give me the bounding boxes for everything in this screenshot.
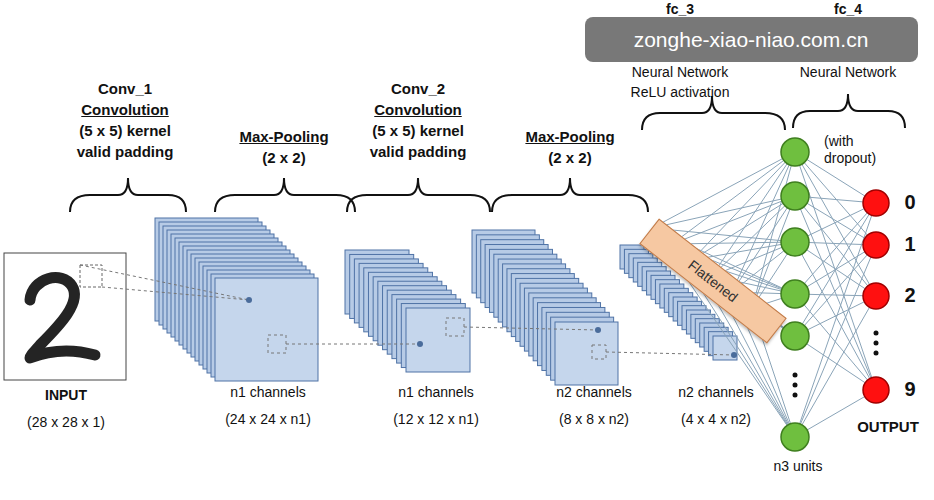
hidden-neuron <box>781 322 809 350</box>
layer-type: Max-Pooling <box>525 128 614 146</box>
hidden-neuron <box>781 228 809 256</box>
padding: valid padding <box>370 143 467 161</box>
braces <box>70 94 905 212</box>
pool-size: (2 x 2) <box>262 149 305 167</box>
ellipsis-dots <box>793 331 879 398</box>
input-frame <box>4 253 126 380</box>
pool-size: (2 x 2) <box>548 149 591 167</box>
watermark: zonghe-xiao-niao.com.cn <box>634 27 869 52</box>
feature-map <box>555 322 618 385</box>
network-lines <box>652 152 876 437</box>
layer-type: Max-Pooling <box>239 128 328 146</box>
dimension: (12 x 12 x n1) <box>393 411 479 428</box>
dropout-note: (with dropout) <box>824 133 900 167</box>
dimension: (24 x 24 x n1) <box>225 411 311 428</box>
output-neuron <box>863 232 889 258</box>
channel-label: n2 channels <box>556 384 632 401</box>
layer-name: Conv_1 <box>98 80 152 98</box>
connection-line <box>692 196 795 260</box>
class-digit: 1 <box>904 232 915 256</box>
class-digit: 9 <box>904 377 915 401</box>
hidden-neuron <box>781 182 809 210</box>
feature-map <box>215 278 318 381</box>
layer-type: Convolution <box>81 101 168 119</box>
digit-two <box>30 278 95 358</box>
kernel-size: (5 x 5) kernel <box>79 122 171 140</box>
output-neuron <box>863 377 889 403</box>
dimension: (8 x 8 x n2) <box>559 411 629 428</box>
padding: valid padding <box>77 143 174 161</box>
output-neuron <box>863 283 889 309</box>
connection-line <box>672 152 795 244</box>
layer-type: Neural Network <box>800 64 896 81</box>
connection-line <box>795 203 876 336</box>
layer-name: fc_4 <box>834 1 862 18</box>
kernel-window <box>80 265 102 287</box>
channel-label: n1 channels <box>230 384 306 401</box>
output-neuron <box>863 190 889 216</box>
dimension: (4 x 4 x n2) <box>681 411 751 428</box>
class-digit: 2 <box>904 283 915 307</box>
neurons <box>781 138 889 451</box>
input-label: INPUT <box>45 387 87 404</box>
layer-type: Convolution <box>374 101 461 119</box>
layer-type: Neural Network <box>632 64 728 81</box>
channel-label: n2 channels <box>678 384 754 401</box>
channel-label: n1 channels <box>398 384 474 401</box>
layer-name: Conv_2 <box>391 80 445 98</box>
projection-lines <box>80 265 734 359</box>
feature-map <box>406 308 470 372</box>
activation: ReLU activation <box>631 84 730 101</box>
projection-dots <box>246 297 737 358</box>
connection-line <box>795 296 876 437</box>
connection-line <box>712 152 795 276</box>
output-label: OUTPUT <box>857 418 919 436</box>
hidden-neuron <box>781 280 809 308</box>
connection-line <box>672 196 795 244</box>
connection-line <box>652 196 795 228</box>
watermark-box <box>585 17 918 62</box>
hidden-neuron <box>781 138 809 166</box>
kernel-size: (5 x 5) kernel <box>372 122 464 140</box>
connection-line <box>672 244 795 437</box>
layer-name: fc_3 <box>666 1 694 18</box>
class-digit: 0 <box>904 190 915 214</box>
unit-count: n3 units <box>773 458 822 475</box>
hidden-neuron <box>781 423 809 451</box>
dimension: (28 x 28 x 1) <box>27 414 105 431</box>
